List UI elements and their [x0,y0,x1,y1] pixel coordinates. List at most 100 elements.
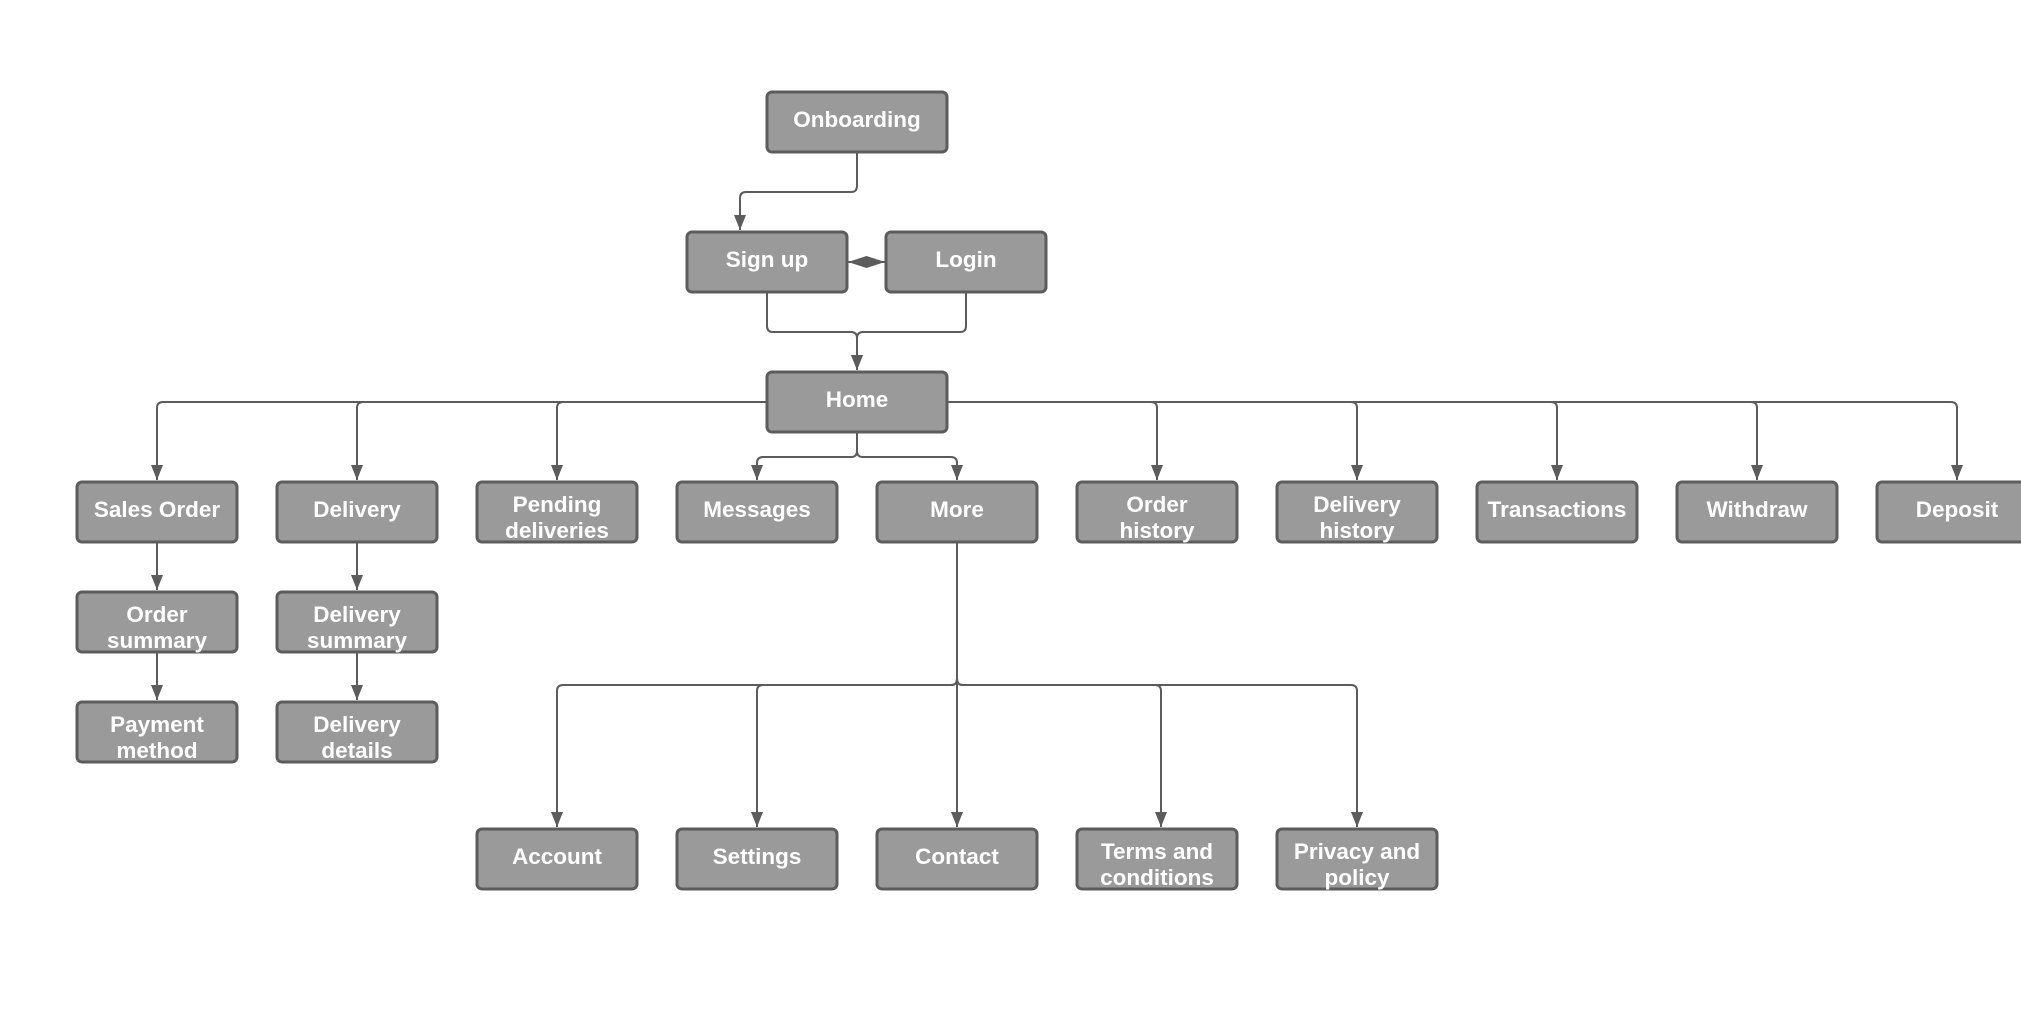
node-label: Terms and [1101,839,1213,864]
node-label: Account [512,844,603,869]
arrowhead [1751,465,1763,480]
node-transactions: Transactions [1475,480,1639,544]
node-login: Login [884,230,1048,294]
arrowhead [1155,812,1167,827]
node-label: Sign up [726,247,809,272]
node-box [75,590,239,654]
node-label: Privacy and [1294,839,1420,864]
node-home: Home [765,370,949,434]
connector-onboarding-to-signup [739,152,858,230]
connector-home-to-order-history [947,401,1158,480]
bidirectional-arrowhead [848,256,885,268]
node-label: conditions [1100,865,1214,890]
node-onboarding: Onboarding [765,90,949,154]
node-box [1075,480,1239,544]
node-label: history [1319,518,1395,543]
node-label: summary [307,628,408,653]
node-contact: Contact [875,827,1039,891]
node-box [1875,480,2021,544]
node-label: history [1119,518,1195,543]
node-box [875,827,1039,891]
node-box [275,590,439,654]
node-signup: Sign up [685,230,849,294]
node-label: Delivery [1313,492,1401,517]
node-box [765,370,949,434]
node-box [675,827,839,891]
arrowhead [951,812,963,827]
node-label: Deposit [1916,497,1999,522]
node-label: Login [935,247,996,272]
node-box [75,480,239,544]
node-label: policy [1324,865,1390,890]
node-label: Home [826,387,889,412]
arrowhead [1151,465,1163,480]
connector-more-to-settings [756,542,958,827]
arrowhead [551,465,563,480]
node-box [1675,480,1839,544]
arrowhead [1351,812,1363,827]
arrowhead [951,465,963,480]
connector-login-to-home [856,292,967,370]
arrowhead [351,685,363,700]
node-box [475,480,639,544]
node-box [1275,827,1439,891]
connector-home-to-delivery-history [947,401,1358,480]
node-label: method [116,738,197,763]
node-label: summary [107,628,208,653]
connector-home-to-pending-deliveries [556,401,767,480]
connector-home-to-more [856,432,958,480]
node-box [685,230,849,294]
node-label: Delivery [313,712,401,737]
node-box [1475,480,1639,544]
node-box [475,827,639,891]
arrowhead [851,355,863,370]
node-messages: Messages [675,480,839,544]
arrowhead [1551,465,1563,480]
connector-home-to-transactions [947,401,1558,480]
node-box [1275,480,1439,544]
connector-more-to-privacy-and-policy [956,542,1358,827]
node-box [884,230,1048,294]
node-account: Account [475,827,639,891]
node-box [75,700,239,764]
node-delivery: Delivery [275,480,439,544]
node-deposit: Deposit [1875,480,2021,544]
node-label: Pending [513,492,602,517]
arrowhead [751,812,763,827]
node-label: Order [126,602,188,627]
node-box [675,480,839,544]
node-label: Sales Order [94,497,221,522]
connector-signup-to-home [766,292,858,370]
connector-home-to-deposit [947,401,1958,480]
arrowhead [751,465,763,480]
node-label: Delivery [313,602,401,627]
connector-home-to-messages [756,432,858,480]
node-more: More [875,480,1039,544]
node-label: Onboarding [793,107,921,132]
node-label: Delivery [313,497,401,522]
arrowhead [1951,465,1963,480]
arrowhead [151,465,163,480]
node-settings: Settings [675,827,839,891]
node-label: details [321,738,392,763]
arrowhead [151,685,163,700]
node-label: Withdraw [1706,497,1808,522]
node-box [1075,827,1239,891]
connector-home-to-sales-order [156,401,767,480]
arrowhead [351,575,363,590]
node-sales-order: Sales Order [75,480,239,544]
node-label: Transactions [1488,497,1627,522]
node-box [275,700,439,764]
connector-home-to-delivery [356,401,767,480]
node-label: deliveries [505,518,609,543]
